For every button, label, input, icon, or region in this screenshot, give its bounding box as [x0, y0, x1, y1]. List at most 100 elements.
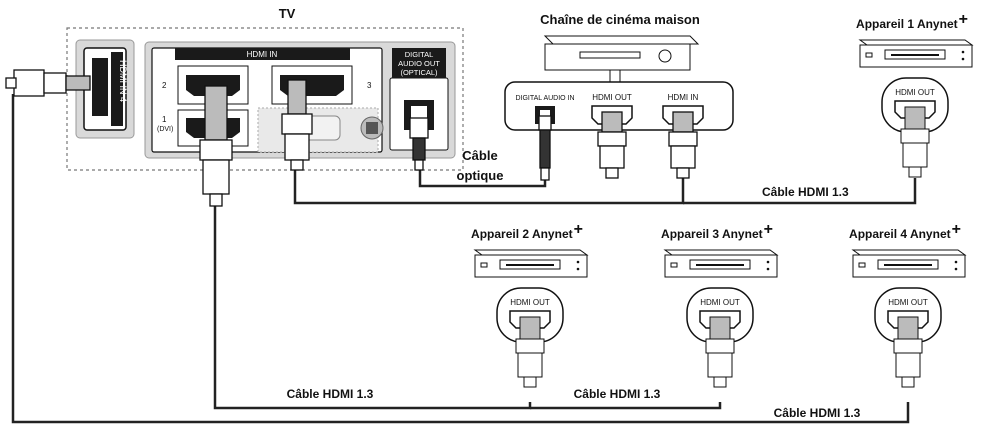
hdmi-cable-label-4: Câble HDMI 1.3	[774, 406, 861, 420]
device-1-title: Appareil 1 Anynet+	[856, 11, 968, 31]
plug-ht-hdmi-in-tip	[672, 111, 694, 133]
digital-audio-out-label-bg	[392, 48, 446, 78]
hdmi-in-label: HDMI IN	[247, 50, 278, 59]
hdmi-cable-label-2: Câble HDMI 1.3	[287, 387, 374, 401]
device-4-slot-line	[884, 264, 932, 266]
device-2-plus: +	[574, 221, 583, 238]
device-4-plug-tip	[897, 316, 919, 340]
tv-boundary	[66, 27, 464, 171]
device-2-led	[480, 262, 488, 268]
device-2-top	[473, 249, 589, 256]
optical-cable-label-line-2: optique	[457, 168, 504, 183]
optical-cable-label-line-1: Câble	[462, 148, 497, 163]
digital-audio-out-line-3: (OPTICAL)	[400, 68, 438, 77]
home-theater-device-top	[543, 35, 700, 45]
hdmi-in4-socket	[92, 58, 108, 116]
device-4-port-label: HDMI OUT	[888, 298, 928, 307]
device-4-plug-neck	[893, 338, 923, 354]
hdmi-cable-label-3: Câble HDMI 1.3	[574, 387, 661, 401]
round-connector-core	[366, 122, 378, 134]
cable-route-hdmi-in4-device4	[11, 94, 910, 424]
plug-port1-neck	[199, 139, 233, 161]
device-4-title: Appareil 4 Anynet+	[849, 221, 961, 241]
plug-port1-body	[202, 159, 230, 195]
plug-port3-strain	[290, 159, 304, 171]
device-3-top	[663, 249, 779, 256]
device-3-slot-line	[696, 264, 744, 266]
device-2-plug-tip	[519, 316, 541, 340]
plug-port1-tip	[204, 85, 228, 141]
home-theater-hdmi-out-label: HDMI OUT	[592, 93, 632, 102]
digital-audio-out-line-2: AUDIO OUT	[398, 59, 440, 68]
plug-ht-hdmi-in-body	[670, 145, 696, 169]
hdmi-in-label-bar	[175, 48, 350, 60]
cable-labels: Câble optique Câble HDMI 1.3 Câble HDMI …	[287, 148, 861, 420]
home-theater-optical-socket-inner	[540, 110, 550, 120]
device-1-plug-tip	[904, 106, 926, 130]
cable-lines	[11, 94, 917, 424]
home-theater-hdmi-in-label: HDMI IN	[668, 93, 699, 102]
device-3-port-label: HDMI OUT	[700, 298, 740, 307]
device-1-led	[865, 52, 873, 58]
device-1-title-text: Appareil 1 Anynet	[856, 17, 958, 31]
port-1-label: 1	[162, 115, 167, 124]
plug-port1-strain	[209, 193, 223, 207]
plug-port3-neck	[281, 113, 313, 135]
device-2-slot-line	[506, 264, 554, 266]
plug-ht-optical-head	[538, 115, 552, 131]
device-2: Appareil 2 Anynet+HDMI OUT	[471, 221, 589, 388]
tv-unit: TV HDMI IN 4 HDMI IN 2 3 1 (DVI)	[66, 6, 464, 171]
cable-route-hometheater-device1	[683, 178, 917, 205]
plug-hdmi-in4-neck	[43, 72, 67, 94]
plug-ht-optical-body	[539, 129, 551, 169]
home-theater-knob	[658, 49, 672, 63]
device-2-dot-1	[576, 260, 580, 264]
plug-ht-hdmi-out-body	[599, 145, 625, 169]
plug-ht-hdmi-out-strain	[605, 167, 619, 179]
device-3-plug-body	[707, 352, 733, 378]
plug-optical-body	[412, 137, 426, 161]
device-2-title-text: Appareil 2 Anynet	[471, 227, 573, 241]
cable-route-device2-device3	[530, 402, 722, 410]
home-theater-disc-slot	[579, 51, 641, 59]
device-3-title-text: Appareil 3 Anynet	[661, 227, 763, 241]
device-1: Appareil 1 Anynet+ HDMI OUT	[856, 11, 974, 178]
device-3-plug-neck	[705, 338, 735, 354]
device-1-plug-neck	[900, 128, 930, 144]
device-4-dot-1	[954, 260, 958, 264]
device-1-dot-2	[961, 57, 965, 61]
cable-route-optical	[418, 168, 547, 188]
device-3-plug-tip	[709, 316, 731, 340]
device-4: Appareil 4 Anynet+ HDMI OUT	[849, 221, 967, 388]
device-4-plus: +	[952, 221, 961, 238]
home-theater-title: Chaîne de cinéma maison	[540, 12, 700, 27]
device-4-led	[858, 262, 866, 268]
device-3-led	[670, 262, 678, 268]
device-1-plus: +	[959, 11, 968, 28]
plug-ht-hdmi-out-tip	[601, 111, 623, 133]
device-1-slot-line	[891, 54, 939, 56]
port-2-label: 2	[162, 81, 167, 90]
plug-port3-tip	[287, 79, 307, 115]
device-3-dot-1	[766, 260, 770, 264]
home-theater-digital-audio-in-label: DIGITAL AUDIO IN	[515, 95, 574, 102]
hdmi-in4-label-bg	[111, 52, 123, 126]
plug-hdmi-in4-strain	[5, 77, 17, 89]
port-3-label: 3	[367, 81, 372, 90]
device-1-port-label: HDMI OUT	[895, 88, 935, 97]
plug-port3-body	[284, 133, 310, 161]
device-2-plug-body	[517, 352, 543, 378]
cable-route-port1-device2	[213, 202, 532, 410]
device-2-plug-strain	[523, 376, 537, 388]
cable-route-port3-hometheater	[293, 168, 685, 205]
plug-ht-hdmi-out-neck	[597, 131, 627, 147]
tv-plugs	[5, 69, 429, 207]
device-1-plug-body	[902, 142, 928, 168]
device-4-plug-strain	[901, 376, 915, 388]
device-2-title: Appareil 2 Anynet+	[471, 221, 583, 241]
plug-optical-head	[409, 117, 429, 139]
home-theater-plugs	[538, 111, 698, 181]
device-4-plug-body	[895, 352, 921, 378]
device-2-dot-2	[576, 267, 580, 271]
